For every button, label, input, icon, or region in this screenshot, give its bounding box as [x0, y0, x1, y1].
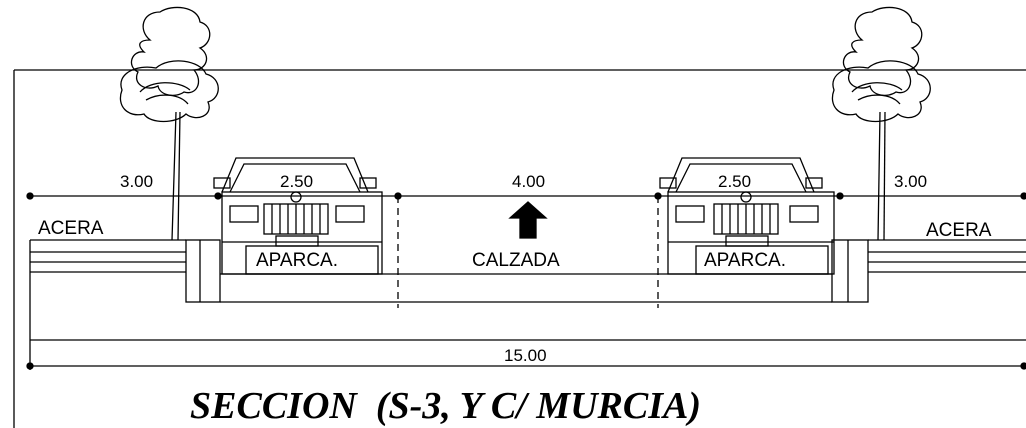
dimension-line-total [26, 340, 1026, 370]
drawing-frame [13, 69, 1026, 428]
road-section [29, 196, 1026, 341]
dimension-line-top [26, 192, 1026, 200]
tree-left [119, 6, 219, 241]
drawing-title: SECCION (S-3, Y C/ MURCIA) [190, 385, 701, 427]
dim-total: 15.00 [504, 346, 547, 365]
dim-left-sidewalk: 3.00 [120, 172, 153, 191]
dim-left-parking: 2.50 [280, 172, 313, 191]
dim-right-sidewalk: 3.00 [894, 172, 927, 191]
dim-right-parking: 2.50 [718, 172, 751, 191]
label-right-sidewalk: ACERA [926, 220, 992, 241]
label-left-parking: APARCA. [256, 250, 338, 271]
car-right [659, 157, 835, 275]
label-right-parking: APARCA. [704, 250, 786, 271]
direction-arrow-icon [508, 201, 548, 239]
dim-roadway: 4.00 [512, 172, 545, 191]
label-left-sidewalk: ACERA [38, 218, 104, 239]
car-left [213, 157, 383, 275]
tree-right [831, 6, 931, 241]
label-roadway: CALZADA [472, 250, 560, 271]
